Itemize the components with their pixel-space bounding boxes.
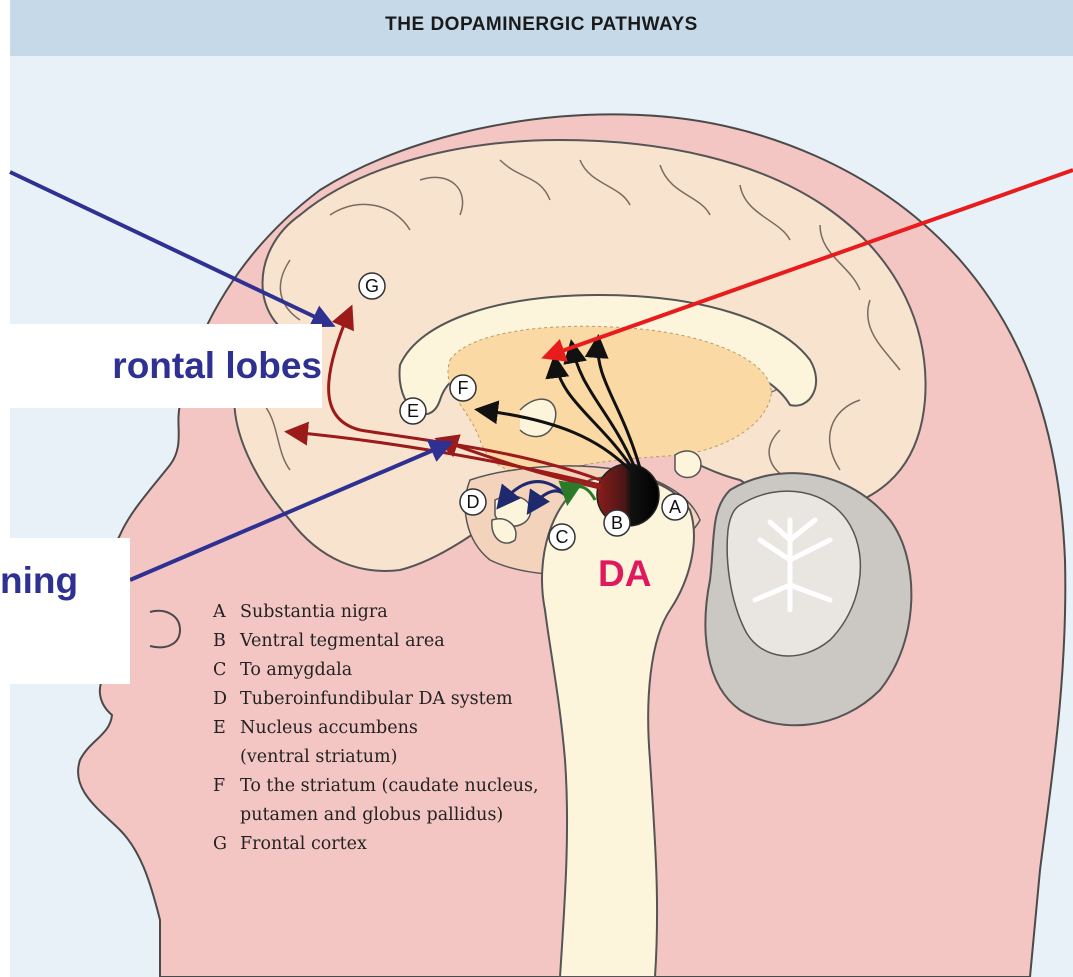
svg-text:G: G	[365, 276, 379, 296]
svg-text:A: A	[669, 497, 681, 517]
legend-text: (ventral striatum)	[240, 743, 397, 772]
legend-text: Ventral tegmental area	[240, 627, 445, 656]
legend-row: B Ventral tegmental area	[213, 627, 539, 656]
legend-text: To the striatum (caudate nucleus,	[240, 772, 539, 801]
legend-row: A Substantia nigra	[213, 598, 539, 627]
node-e: E	[400, 398, 426, 424]
legend-row: putamen and globus pallidus)	[213, 801, 539, 830]
legend-row: E Nucleus accumbens	[213, 714, 539, 743]
legend-text: Nucleus accumbens	[240, 714, 418, 743]
legend-text: putamen and globus pallidus)	[240, 801, 503, 830]
legend-letter: B	[213, 627, 240, 656]
frontal-lobes-callout: rontal lobes	[0, 324, 322, 408]
svg-text:D: D	[467, 492, 480, 512]
legend-text: Frontal cortex	[240, 830, 367, 859]
legend-letter	[213, 801, 240, 830]
legend-text: To amygdala	[240, 656, 352, 685]
legend-row: C To amygdala	[213, 656, 539, 685]
learning-callout: ning	[0, 538, 130, 684]
legend-letter: G	[213, 830, 240, 859]
node-f: F	[450, 375, 476, 401]
legend-text: Substantia nigra	[240, 598, 388, 627]
legend-row: G Frontal cortex	[213, 830, 539, 859]
legend-letter: F	[213, 772, 240, 801]
svg-text:F: F	[458, 378, 469, 398]
pineal-blob	[675, 451, 701, 478]
legend-letter	[213, 743, 240, 772]
node-a: A	[662, 494, 688, 520]
legend-letter: C	[213, 656, 240, 685]
legend-letter: D	[213, 685, 240, 714]
node-g: G	[359, 273, 385, 299]
legend: A Substantia nigra B Ventral tegmental a…	[213, 598, 539, 859]
svg-text:E: E	[407, 401, 419, 421]
da-label: DA	[598, 553, 651, 595]
svg-text:B: B	[611, 513, 623, 533]
legend-letter: E	[213, 714, 240, 743]
legend-row: D Tuberoinfundibular DA system	[213, 685, 539, 714]
svg-text:C: C	[556, 527, 569, 547]
node-c: C	[549, 524, 575, 550]
legend-row: F To the striatum (caudate nucleus,	[213, 772, 539, 801]
node-b: B	[604, 510, 630, 536]
legend-letter: A	[213, 598, 240, 627]
legend-text: Tuberoinfundibular DA system	[240, 685, 513, 714]
legend-row: (ventral striatum)	[213, 743, 539, 772]
node-d: D	[460, 489, 486, 515]
learning-callout-text: ning	[0, 560, 78, 602]
